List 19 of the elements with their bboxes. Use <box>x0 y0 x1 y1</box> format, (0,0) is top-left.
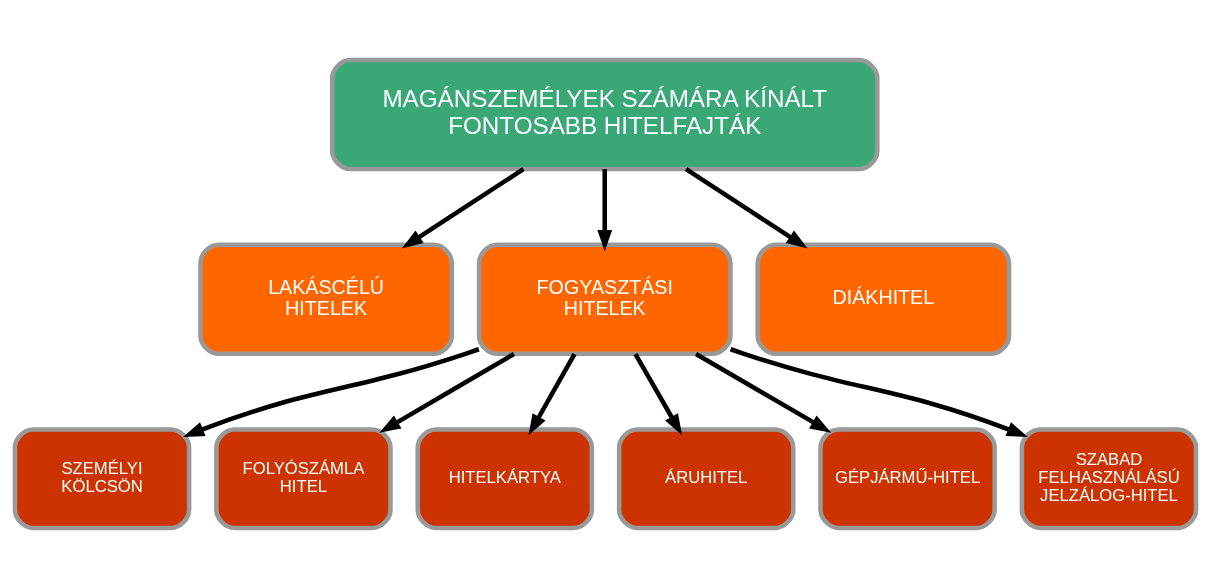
node-box: ÁRUHITEL <box>616 427 796 531</box>
node-box: HITELKÁRTYA <box>415 427 595 531</box>
arrow <box>528 353 577 436</box>
node-box: FOGYASZTÁSI HITELEK <box>476 242 733 357</box>
arrow <box>729 347 1028 438</box>
node-box: GÉPJÁRMŰ-HITEL <box>818 427 997 531</box>
arrow <box>401 167 525 249</box>
node-box: SZEMÉLYI KÖLCSÖN <box>12 427 192 531</box>
arrow <box>183 347 480 438</box>
arrow <box>597 169 613 252</box>
node-box: DIÁKHITEL <box>755 242 1012 357</box>
node-box: LAKÁSCÉLÚ HITELEK <box>198 242 455 357</box>
arrow <box>684 167 808 249</box>
node-box: MAGÁNSZEMÉLYEK SZÁMÁRA KÍNÁLT FONTOSABB HITELFAJTÁK <box>329 57 880 172</box>
arrow <box>694 352 832 433</box>
node-box: SZABAD FELHASZNÁLÁSÚ JELZÁLOG-HITEL <box>1019 427 1199 531</box>
node-box: FOLYÓSZÁMLA HITEL <box>214 427 393 531</box>
arrow <box>633 353 683 436</box>
arrow <box>379 352 516 433</box>
